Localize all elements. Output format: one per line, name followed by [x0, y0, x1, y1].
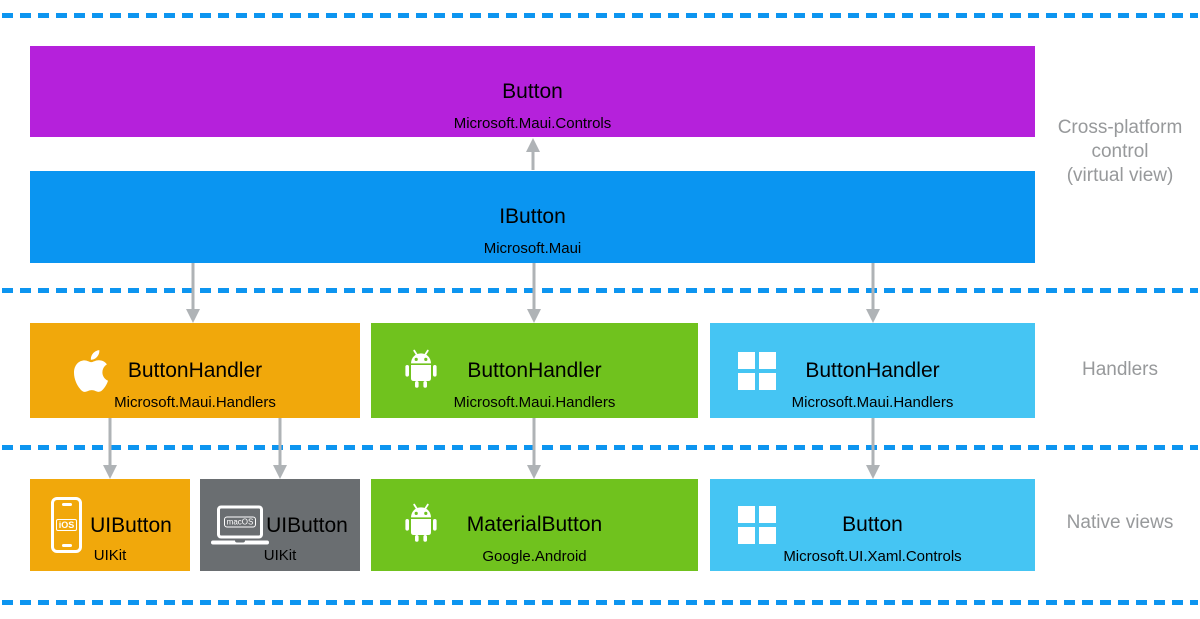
- laptop-screen: macOS: [217, 505, 263, 539]
- ibutton-interface-box: IButton Microsoft.Maui: [30, 171, 1035, 263]
- section-divider-native: [2, 445, 1198, 450]
- box-title: ButtonHandler: [127, 358, 263, 382]
- box-namespace: Microsoft.Maui.Handlers: [791, 393, 954, 411]
- section-divider-handlers: [2, 288, 1198, 293]
- box-namespace: Microsoft.Maui: [483, 240, 582, 257]
- ios-uibutton-box: iOS UIButton UIKit: [30, 479, 190, 571]
- box-namespace: Microsoft.Maui.Handlers: [114, 393, 276, 411]
- box-title: Button: [842, 513, 903, 536]
- box-title: Button: [502, 79, 563, 103]
- macos-uibutton-box: macOS UIButton UIKit: [200, 479, 360, 571]
- phone-speaker: [61, 503, 72, 506]
- apple-icon: [74, 349, 108, 392]
- arrow-ibutton-to-windows-handler: [866, 263, 880, 323]
- label-line: Cross-platform: [1057, 117, 1183, 138]
- iphone-icon: iOS: [51, 497, 82, 553]
- phone-home-button: [61, 544, 72, 547]
- cross-platform-button-box: Button Microsoft.Maui.Controls: [30, 46, 1035, 137]
- box-title: ButtonHandler: [805, 358, 940, 382]
- laptop-base: [211, 540, 269, 545]
- windows-icon: [738, 351, 776, 390]
- layer-label-cross-platform: Cross-platform control (virtual view): [1040, 116, 1200, 188]
- arrow-ibutton-to-android-handler: [527, 263, 541, 323]
- box-namespace: Microsoft.Maui.Handlers: [453, 393, 616, 411]
- box-namespace: Microsoft.Maui.Controls: [453, 114, 612, 132]
- apple-button-handler-box: ButtonHandler Microsoft.Maui.Handlers: [30, 323, 360, 418]
- android-icon: [401, 503, 441, 547]
- box-namespace: UIKit: [93, 547, 127, 564]
- windows-button-handler-box: ButtonHandler Microsoft.Maui.Handlers: [710, 323, 1035, 418]
- label-line: control: [1091, 141, 1149, 162]
- macos-badge: macOS: [223, 516, 257, 528]
- arrow-ibutton-to-apple-handler: [186, 263, 200, 323]
- box-namespace: Google.Android: [482, 548, 587, 565]
- box-title: UIButton: [266, 514, 348, 537]
- section-divider-bottom: [2, 600, 1198, 605]
- macbook-icon: macOS: [211, 505, 269, 545]
- label-line: (virtual view): [1066, 165, 1174, 186]
- ios-badge: iOS: [55, 519, 78, 531]
- box-title: MaterialButton: [466, 513, 603, 536]
- box-namespace: Microsoft.UI.Xaml.Controls: [783, 548, 962, 565]
- layer-label-handlers: Handlers: [1081, 359, 1159, 380]
- box-title: IButton: [499, 205, 566, 228]
- box-title: ButtonHandler: [467, 358, 602, 382]
- layer-label-native-views: Native views: [1066, 512, 1174, 533]
- android-button-handler-box: ButtonHandler Microsoft.Maui.Handlers: [371, 323, 698, 418]
- windows-button-box: Button Microsoft.UI.Xaml.Controls: [710, 479, 1035, 571]
- arrow-ibutton-to-button: [526, 138, 540, 170]
- box-title: UIButton: [90, 514, 172, 537]
- box-namespace: UIKit: [263, 547, 297, 564]
- android-materialbutton-box: MaterialButton Google.Android: [371, 479, 698, 571]
- android-icon: [401, 349, 441, 393]
- windows-icon: [738, 506, 776, 544]
- section-divider-top: [2, 13, 1198, 18]
